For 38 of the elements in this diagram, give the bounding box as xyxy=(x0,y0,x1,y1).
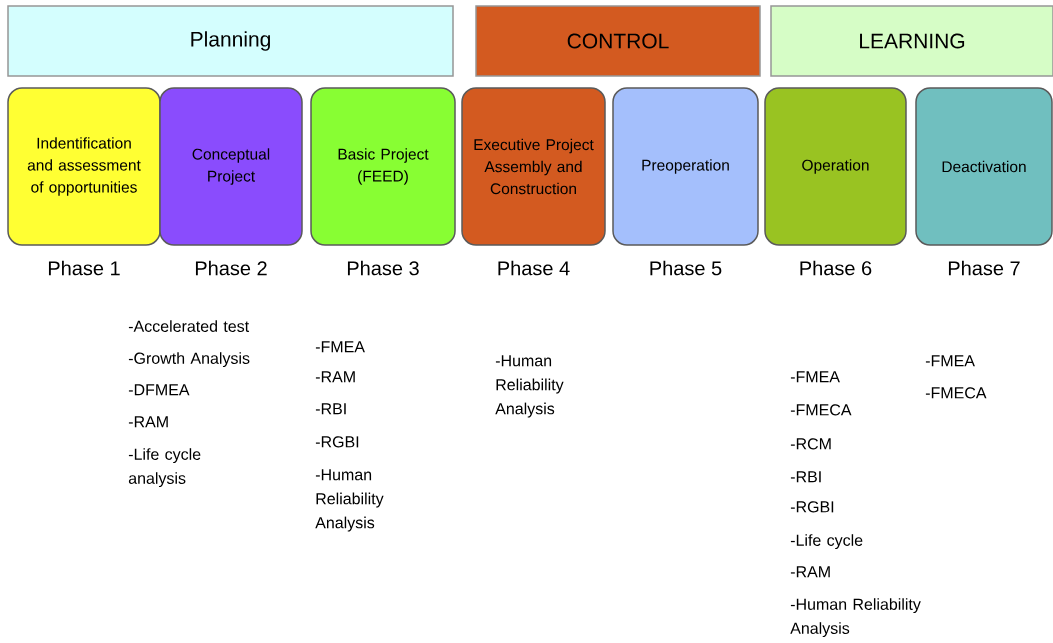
list-item: -Growth Analysis xyxy=(128,352,250,368)
list-item: -RAM xyxy=(128,416,168,428)
phase-label: Phase 2 xyxy=(195,260,267,276)
list-item: -RAM xyxy=(790,566,830,578)
list-item: -Life cycle analysis xyxy=(128,448,201,488)
phase-label: Phase 7 xyxy=(948,260,1020,276)
list-item: -FMEA xyxy=(315,341,365,353)
phase-box: Deactivation xyxy=(915,87,1053,246)
list-item: -RBI xyxy=(790,471,821,483)
phase-label: Phase 6 xyxy=(800,260,872,276)
list-item: -Human Reliability Analysis xyxy=(790,598,921,638)
list-item: -Accelerated test xyxy=(128,320,249,332)
list-item: -RBI xyxy=(315,403,346,415)
list-item: -FMECA xyxy=(925,387,987,399)
phase-label: Phase 3 xyxy=(347,260,419,276)
phase-label: Phase 5 xyxy=(650,260,722,276)
list-item: -Human Reliability Analysis xyxy=(315,469,384,532)
phase-box: Operation xyxy=(764,87,907,246)
list-item: -Life cycle xyxy=(790,534,863,550)
phase-box: Executive Project Assembly and Construction xyxy=(461,87,606,246)
header-banner: Planning xyxy=(7,5,454,77)
header-banner: CONTROL xyxy=(475,5,761,77)
header-banner: LEARNING xyxy=(770,5,1053,77)
phase-label: Phase 1 xyxy=(48,260,120,276)
phase-label: Phase 4 xyxy=(498,260,570,276)
list-item: -RCM xyxy=(790,438,831,450)
phase-box: Preoperation xyxy=(612,87,759,246)
phase-box: Basic Project (FEED) xyxy=(310,87,456,246)
list-item: -FMEA xyxy=(925,355,975,367)
list-item: -FMECA xyxy=(790,404,852,416)
phase-box: Indentification and assessment of opportunities xyxy=(7,87,161,246)
list-item: -RGBI xyxy=(790,501,834,513)
list-item: -RGBI xyxy=(315,436,359,448)
list-item: -RAM xyxy=(315,371,355,383)
list-item: -DFMEA xyxy=(128,384,190,396)
list-item: -Human Reliability Analysis xyxy=(495,355,564,418)
list-item: -FMEA xyxy=(790,371,840,383)
phase-box: Conceptual Project xyxy=(159,87,303,246)
